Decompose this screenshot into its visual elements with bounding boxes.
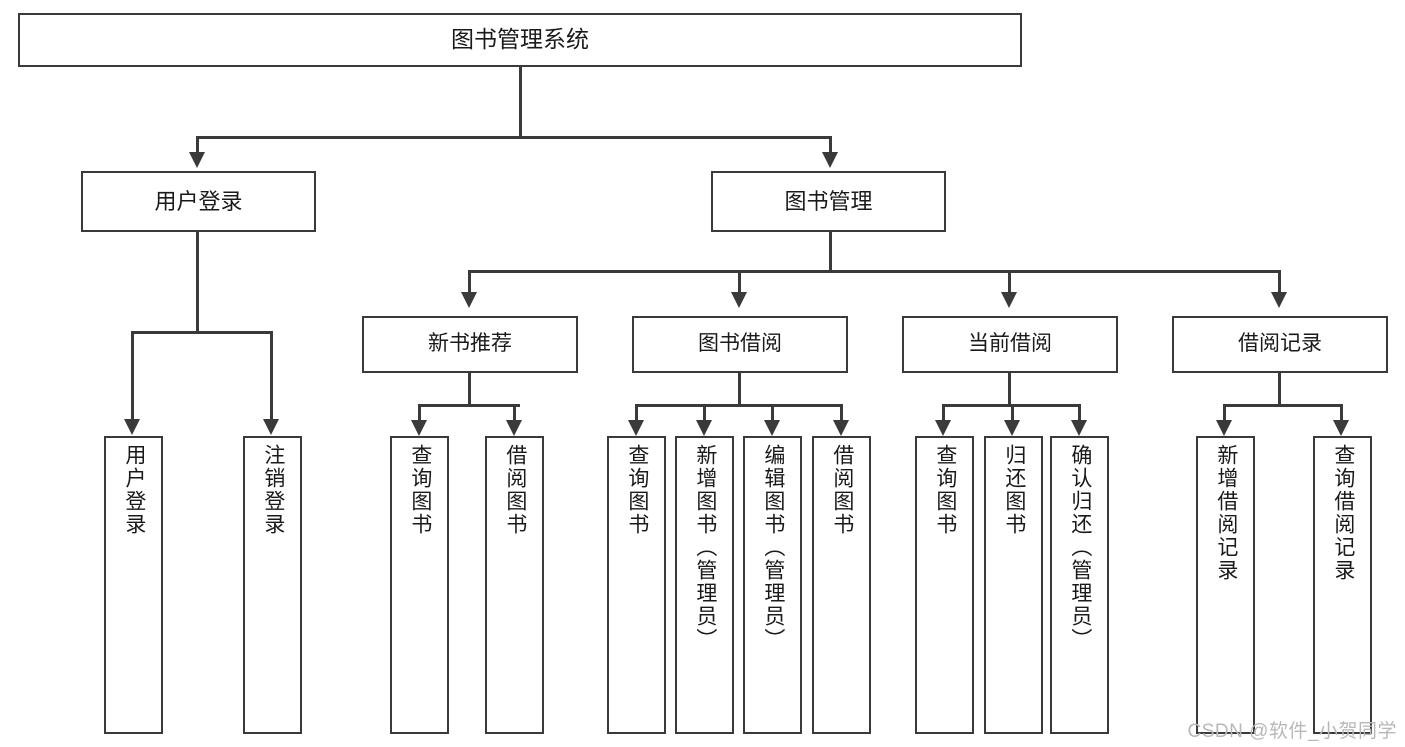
arrow-bb-to-leaf-1 bbox=[628, 420, 644, 436]
connector-bm-to-current-borrow bbox=[1008, 270, 1011, 294]
arrow-root-to-book-management bbox=[822, 152, 838, 168]
node-root-book-management-system[interactable]: 图书管理系统 bbox=[18, 13, 1022, 67]
leaf-label: 归还图书 bbox=[1002, 444, 1026, 536]
leaf-user-logout[interactable]: 注销登录 bbox=[243, 436, 302, 734]
connector-current-borrow-split-bar bbox=[942, 404, 1078, 407]
leaf-label: 查询图书 bbox=[408, 444, 432, 536]
arrow-user-login-to-leaf-1 bbox=[124, 419, 140, 435]
connector-cb-to-leaf-1 bbox=[942, 404, 945, 422]
node-book-borrow[interactable]: 图书借阅 bbox=[632, 316, 848, 373]
arrow-br-to-leaf-1 bbox=[1216, 420, 1232, 436]
leaf-label: 注销登录 bbox=[261, 444, 285, 536]
node-user-login[interactable]: 用户登录 bbox=[81, 171, 316, 232]
connector-new-book-stem bbox=[468, 373, 471, 406]
connector-br-to-leaf-2 bbox=[1340, 404, 1343, 422]
leaf-label: 借阅图书 bbox=[503, 444, 527, 536]
node-new-book-recommend[interactable]: 新书推荐 bbox=[362, 316, 578, 373]
node-book-management[interactable]: 图书管理 bbox=[711, 171, 946, 232]
node-label: 图书借阅 bbox=[698, 332, 782, 356]
arrow-cb-to-leaf-1 bbox=[935, 420, 951, 436]
connector-user-login-to-leaf-1 bbox=[131, 331, 134, 421]
leaf-label: 借阅图书 bbox=[830, 444, 854, 536]
leaf-borrow-book-1[interactable]: 借阅图书 bbox=[485, 436, 544, 734]
node-label: 用户登录 bbox=[154, 188, 243, 214]
leaf-query-book-3[interactable]: 查询图书 bbox=[915, 436, 974, 734]
node-label: 图书管理系统 bbox=[451, 26, 589, 53]
leaf-label: 查询借阅记录 bbox=[1331, 444, 1355, 582]
connector-bb-to-leaf-3 bbox=[771, 404, 774, 422]
leaf-label: 新增图书（管理员） bbox=[693, 444, 717, 651]
node-current-borrow[interactable]: 当前借阅 bbox=[902, 316, 1118, 373]
connector-bb-to-leaf-2 bbox=[703, 404, 706, 422]
leaf-borrow-book-2[interactable]: 借阅图书 bbox=[812, 436, 871, 734]
arrow-bm-to-book-borrow bbox=[731, 292, 747, 308]
connector-book-management-split-bar bbox=[468, 270, 1280, 273]
node-label: 当前借阅 bbox=[968, 332, 1052, 356]
leaf-label: 编辑图书（管理员） bbox=[761, 444, 785, 651]
arrow-bm-to-new-book bbox=[461, 292, 477, 308]
connector-book-borrow-split-bar bbox=[635, 404, 842, 407]
leaf-confirm-return[interactable]: 确认归还（管理员） bbox=[1050, 436, 1109, 734]
node-label: 图书管理 bbox=[784, 188, 873, 214]
leaf-edit-book[interactable]: 编辑图书（管理员） bbox=[743, 436, 802, 734]
leaf-add-book[interactable]: 新增图书（管理员） bbox=[675, 436, 734, 734]
connector-book-borrow-stem bbox=[738, 373, 741, 406]
connector-new-book-to-leaf-2 bbox=[513, 404, 516, 422]
connector-bm-to-book-borrow bbox=[738, 270, 741, 294]
connector-new-book-split-bar bbox=[418, 404, 520, 407]
connector-bb-to-leaf-4 bbox=[840, 404, 843, 422]
arrow-br-to-leaf-2 bbox=[1333, 420, 1349, 436]
node-borrow-record[interactable]: 借阅记录 bbox=[1172, 316, 1388, 373]
leaf-label: 新增借阅记录 bbox=[1214, 444, 1238, 582]
leaf-return-book[interactable]: 归还图书 bbox=[984, 436, 1043, 734]
arrow-bm-to-current-borrow bbox=[1001, 292, 1017, 308]
arrow-bm-to-borrow-record bbox=[1271, 292, 1287, 308]
connector-borrow-record-split-bar bbox=[1223, 404, 1343, 407]
connector-user-login-to-leaf-2 bbox=[270, 331, 273, 421]
watermark-text: CSDN @软件_小贺同学 bbox=[1187, 721, 1397, 742]
connector-user-login-stem bbox=[196, 232, 199, 333]
leaf-query-book-1[interactable]: 查询图书 bbox=[390, 436, 449, 734]
connector-new-book-to-leaf-1 bbox=[418, 404, 421, 422]
arrow-bb-to-leaf-4 bbox=[833, 420, 849, 436]
connector-book-management-stem bbox=[829, 232, 832, 272]
leaf-label: 用户登录 bbox=[122, 444, 146, 536]
arrow-user-login-to-leaf-2 bbox=[263, 419, 279, 435]
leaf-add-borrow-record[interactable]: 新增借阅记录 bbox=[1196, 436, 1255, 734]
connector-cb-to-leaf-3 bbox=[1078, 404, 1081, 422]
connector-bm-to-new-book bbox=[468, 270, 471, 294]
leaf-query-borrow-record[interactable]: 查询借阅记录 bbox=[1313, 436, 1372, 734]
arrow-root-to-user-login bbox=[189, 152, 205, 168]
arrow-new-book-to-leaf-1 bbox=[411, 420, 427, 436]
leaf-label: 查询图书 bbox=[933, 444, 957, 536]
leaf-query-book-2[interactable]: 查询图书 bbox=[607, 436, 666, 734]
arrow-bb-to-leaf-2 bbox=[696, 420, 712, 436]
connector-bb-to-leaf-1 bbox=[635, 404, 638, 422]
connector-root-to-book-management bbox=[829, 136, 832, 154]
leaf-label: 查询图书 bbox=[625, 444, 649, 536]
connector-br-to-leaf-1 bbox=[1223, 404, 1226, 422]
leaf-user-login[interactable]: 用户登录 bbox=[104, 436, 163, 734]
connector-root-split-bar bbox=[196, 136, 832, 139]
connector-borrow-record-stem bbox=[1278, 373, 1281, 406]
connector-user-login-split-bar bbox=[131, 331, 273, 334]
connector-root-stem bbox=[519, 67, 522, 138]
node-label: 借阅记录 bbox=[1238, 332, 1322, 356]
node-label: 新书推荐 bbox=[428, 332, 512, 356]
connector-bm-to-borrow-record bbox=[1278, 270, 1281, 294]
connector-cb-to-leaf-2 bbox=[1011, 404, 1014, 422]
leaf-label: 确认归还（管理员） bbox=[1068, 444, 1092, 651]
arrow-cb-to-leaf-2 bbox=[1004, 420, 1020, 436]
connector-current-borrow-stem bbox=[1008, 373, 1011, 406]
arrow-new-book-to-leaf-2 bbox=[506, 420, 522, 436]
connector-root-to-user-login bbox=[196, 136, 199, 154]
arrow-bb-to-leaf-3 bbox=[764, 420, 780, 436]
arrow-cb-to-leaf-3 bbox=[1071, 420, 1087, 436]
